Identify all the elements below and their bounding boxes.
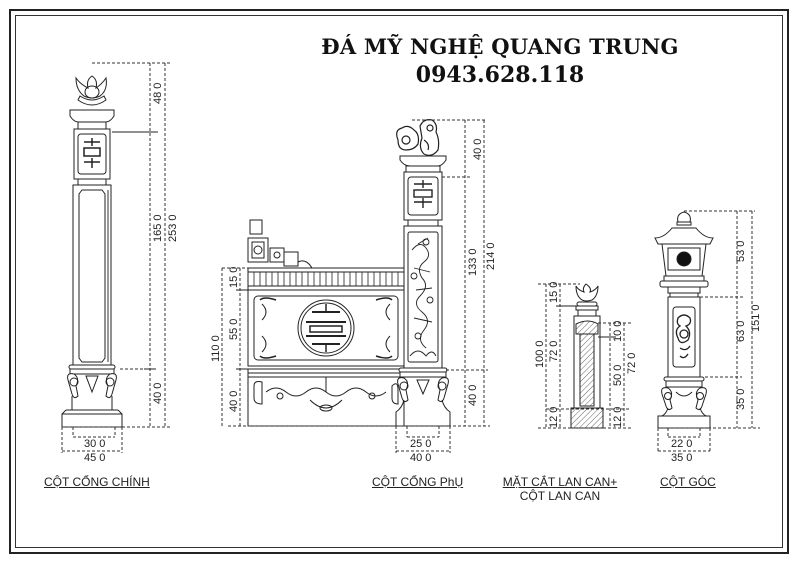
company-name: ĐÁ MỸ NGHỆ QUANG TRUNG — [321, 34, 679, 59]
title-block: ĐÁ MỸ NGHỆ QUANG TRUNG 0943.628.118 — [300, 34, 700, 90]
dim-main-total: 253 0 — [167, 214, 179, 242]
lotus-finial-icon — [575, 283, 599, 302]
cloud-frieze-ornament-icon — [253, 377, 399, 412]
dim-corner-outer-width: 35 0 — [671, 452, 692, 464]
dim-section-rail: 10 0 — [612, 321, 624, 342]
dim-corner-inner-width: 22 0 — [671, 438, 692, 450]
dim-section-right-base: 12 0 — [612, 407, 624, 428]
phone-number: 0943.628.118 — [415, 62, 585, 88]
longevity-motif-icon — [83, 138, 101, 168]
longevity-motif-icon — [413, 180, 433, 208]
dim-section-cap: 15 0 — [548, 282, 560, 303]
caption-railing-section: MẶT CẮT LAN CAN+ CỘT LAN CAN — [498, 475, 622, 503]
main-gate-pillar — [61, 62, 172, 453]
lantern-roof-icon — [654, 227, 714, 245]
outer-border — [9, 9, 789, 554]
railing-panel — [247, 219, 405, 427]
plum-blossom-carving-icon — [409, 237, 437, 357]
dim-corner-base: 35 0 — [735, 389, 747, 410]
caption-main-gate-pillar: CỘT CỔNG CHÍNH — [44, 475, 150, 489]
dim-main-top: 48 0 — [152, 83, 164, 104]
railing-section-column — [538, 283, 632, 429]
caption-secondary-gate-pillar: CỘT CỔNG PhỤ — [372, 475, 464, 489]
dim-corner-total: 151 0 — [750, 304, 762, 332]
dim-rail-total: 110 0 — [210, 335, 222, 362]
dim-section-left-base: 12 0 — [548, 407, 560, 428]
dim-rail-bottom: 40 0 — [228, 391, 240, 412]
dim-secondary-top: 40 0 — [472, 139, 484, 160]
dim-corner-top: 53 0 — [735, 241, 747, 262]
dim-rail-top: 15 0 — [228, 267, 240, 288]
lantern-light-icon — [676, 251, 692, 267]
caption-railing-section-line1: MẶT CẮT LAN CAN+ — [502, 475, 618, 489]
dim-section-left-body: 72 0 — [548, 341, 560, 362]
lotus-finial-icon — [75, 75, 107, 106]
dim-secondary-base: 40 0 — [467, 385, 479, 406]
scroll-ornament-icon — [397, 377, 449, 403]
dim-main-inner-width: 30 0 — [84, 438, 105, 450]
caption-railing-section-line2: CỘT LAN CAN — [519, 489, 601, 503]
corner-scroll-ornament-icon — [247, 219, 313, 269]
rose-carving-icon — [675, 314, 692, 359]
scroll-ornament-icon — [67, 373, 117, 399]
unicorn-statue-icon — [396, 119, 440, 156]
dim-section-left-total: 100 0 — [534, 340, 546, 368]
dim-main-body: 165 0 — [152, 214, 164, 242]
dim-section-right-total: 72 0 — [626, 353, 638, 374]
dim-secondary-inner-width: 25 0 — [410, 438, 431, 450]
dim-main-base: 40 0 — [152, 383, 164, 404]
dim-main-outer-width: 45 0 — [84, 452, 105, 464]
dim-secondary-outer-width: 40 0 — [410, 452, 431, 464]
dim-secondary-body: 133 0 — [467, 248, 479, 276]
dim-section-mid: 50 0 — [612, 365, 624, 386]
lotus-bud-finial-icon — [676, 211, 692, 226]
inner-border — [15, 15, 783, 548]
corner-pillar — [654, 210, 760, 453]
dim-corner-body: 63 0 — [735, 321, 747, 342]
scroll-ornament-icon — [661, 387, 707, 411]
secondary-gate-pillar — [221, 119, 490, 453]
longevity-medallion-icon — [297, 299, 355, 357]
dim-secondary-total: 214 0 — [485, 242, 497, 270]
dim-rail-panel: 55 0 — [228, 319, 240, 340]
caption-corner-pillar: CỘT GÓC — [660, 475, 716, 489]
